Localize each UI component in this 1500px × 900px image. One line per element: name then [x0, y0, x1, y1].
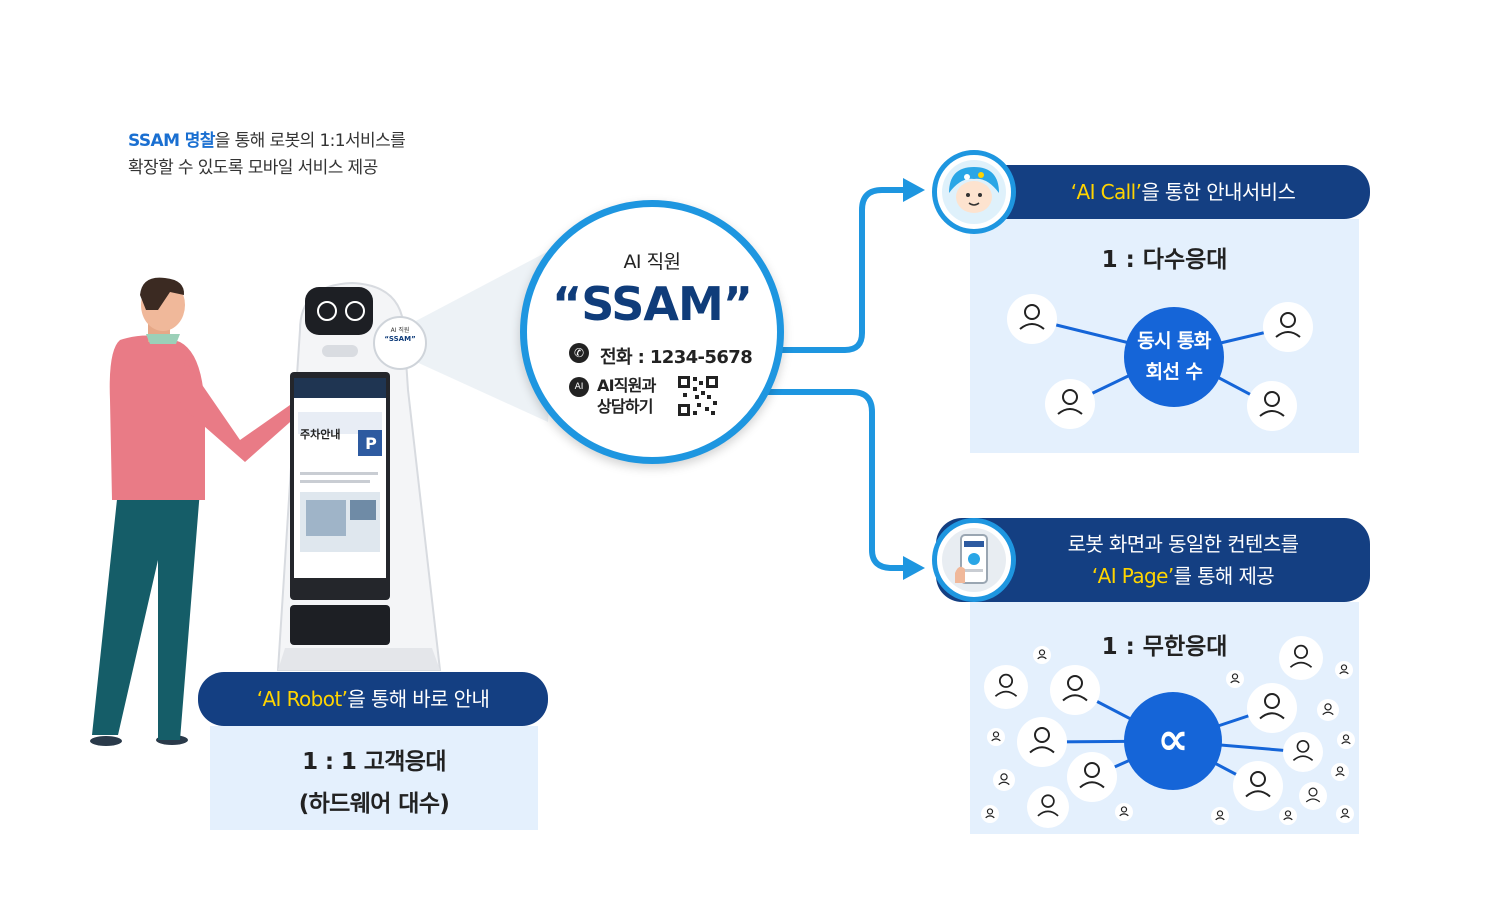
crowd-person-icon	[1299, 782, 1327, 810]
robot-service-rest: 을 통해 바로 안내	[347, 687, 490, 711]
robot-service-highlight: ‘AI Robot’	[256, 687, 348, 711]
call-service-rest: 을 통한 안내서비스	[1141, 180, 1296, 204]
robot-illustration	[276, 281, 442, 671]
page-service-header: 로봇 화면과 동일한 컨텐츠를 ‘AI Page’를 통해 제공	[936, 518, 1370, 602]
crowd-person-icon	[1233, 761, 1283, 811]
chat-icon: AI	[569, 377, 589, 397]
caller-person-icon	[1263, 302, 1313, 352]
crowd-person-icon	[1033, 646, 1051, 664]
crowd-person-icon	[1279, 636, 1323, 680]
phone-icon: ✆	[569, 343, 589, 363]
mini-tag-name: “SSAM”	[384, 335, 416, 343]
crowd-person-icon	[1247, 683, 1297, 733]
robot-service-line2: (하드웨어 대수)	[298, 791, 450, 817]
crowd-person-icon	[1317, 699, 1339, 721]
page-service-rest: 를 통해 제공	[1173, 564, 1275, 588]
mini-tag-role: AI 직원	[390, 327, 410, 334]
crowd-person-icon	[1211, 807, 1229, 825]
top-caption: SSAM 명찰을 통해 로봇의 1:1서비스를 확장할 수 있도록 모바일 서비…	[128, 128, 406, 182]
call-service-title: 1 : 다수응대	[1101, 247, 1228, 273]
caller-person-icon	[1247, 381, 1297, 431]
crowd-person-icon	[1283, 732, 1323, 772]
mobile-page-icon	[932, 518, 1016, 602]
person-illustration	[90, 277, 310, 746]
arrow-head-page	[903, 556, 925, 580]
page-service-title: 1 : 무한응대	[1101, 634, 1228, 660]
arrow-to-call	[748, 187, 905, 353]
robot-screen-heading: 주차안내	[300, 428, 341, 441]
robot-service-line1: 1 : 1 고객응대	[302, 749, 446, 775]
caption-highlight: SSAM 명찰	[128, 131, 215, 151]
crowd-person-icon	[1067, 752, 1117, 802]
bubble-consult: AI직원과 상담하기	[597, 375, 656, 417]
infinite-node: ∝	[1124, 692, 1222, 790]
crowd-person-icon	[1335, 661, 1353, 679]
crowd-person-icon	[1017, 717, 1067, 767]
crowd-person-icon	[981, 805, 999, 823]
robot-service-header: ‘AI Robot’을 통해 바로 안내	[198, 672, 548, 726]
crowd-person-icon	[987, 728, 1005, 746]
beam	[412, 245, 560, 422]
page-service-line1: 로봇 화면과 동일한 컨텐츠를	[1067, 532, 1299, 556]
consult-line1: AI직원과	[597, 376, 656, 395]
caller-person-icon	[1045, 379, 1095, 429]
crowd-person-icon	[1336, 805, 1354, 823]
bubble-name: “SSAM”	[551, 277, 753, 331]
robot-name-tag: AI 직원 “SSAM”	[378, 326, 422, 344]
caption-line1: 을 통해 로봇의 1:1서비스를	[214, 131, 406, 151]
concurrent-line2: 회선 수	[1145, 361, 1203, 383]
bubble-role: AI 직원	[623, 251, 681, 273]
concurrent-line1: 동시 통화	[1137, 330, 1211, 352]
arrow-head-call	[903, 178, 925, 202]
crowd-person-icon	[1337, 731, 1355, 749]
crowd-person-icon	[1115, 803, 1133, 821]
page-service-highlight: ‘AI Page’	[1091, 564, 1174, 588]
ai-call-avatar-icon	[932, 150, 1016, 234]
ssam-name-card: AI 직원 “SSAM” ✆ 전화 : 1234-5678 AI AI직원과 상…	[520, 200, 784, 464]
qr-code-icon[interactable]	[677, 375, 719, 417]
consult-line2: 상담하기	[597, 397, 653, 416]
crowd-person-icon	[1050, 665, 1100, 715]
parking-icon: P	[360, 433, 382, 455]
call-service-highlight: ‘AI Call’	[1070, 180, 1142, 204]
concurrent-lines-node: 동시 통화 회선 수	[1124, 307, 1224, 407]
crowd-person-icon	[1331, 763, 1349, 781]
caption-line2: 확장할 수 있도록 모바일 서비스 제공	[128, 158, 378, 178]
crowd-person-icon	[993, 769, 1015, 791]
crowd-person-icon	[1226, 670, 1244, 688]
call-network	[1007, 294, 1313, 431]
crowd-person-icon	[984, 665, 1028, 709]
caller-person-icon	[1007, 294, 1057, 344]
arrow-to-page	[722, 389, 905, 571]
crowd-person-icon	[1279, 807, 1297, 825]
robot-service-panel	[210, 726, 538, 830]
crowd-person-icon	[1027, 786, 1069, 828]
bubble-phone: 전화 : 1234-5678	[600, 347, 753, 368]
